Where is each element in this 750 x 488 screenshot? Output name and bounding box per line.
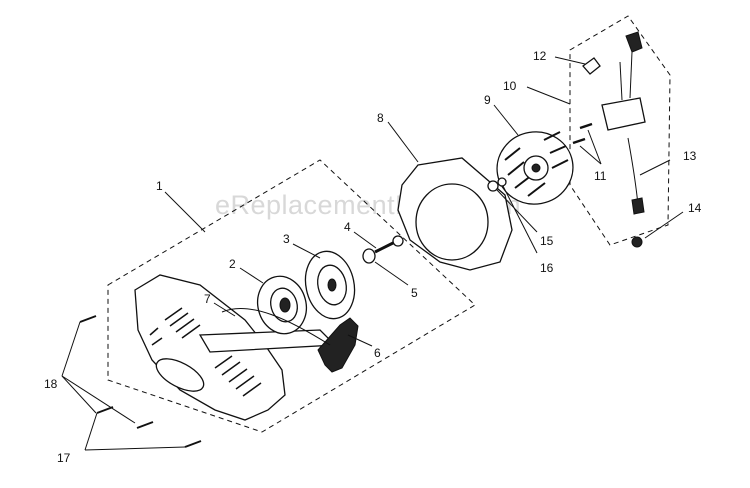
spark-plug-cap: [582, 31, 643, 75]
flywheel: [496, 131, 574, 205]
callout-8: 8: [377, 111, 384, 125]
ignition-screws: [572, 122, 593, 145]
callout-1: 1: [156, 179, 163, 193]
callout-4: 4: [344, 220, 351, 234]
air-guide: [397, 157, 513, 271]
callout-7: 7: [204, 292, 211, 306]
starter-assembly-outline: [107, 159, 476, 433]
screw-and-washer: [362, 235, 404, 264]
flywheel-nut-washer: [487, 177, 507, 192]
callout-10: 10: [503, 79, 517, 93]
callout-15: 15: [540, 234, 554, 248]
callout-16: 16: [540, 261, 554, 275]
ignition-assembly-outline: [569, 15, 671, 246]
leader-lines: [61, 56, 684, 451]
starter-pulley: [256, 275, 308, 335]
callout-11: 11: [594, 169, 607, 183]
ignition-lead: [627, 137, 645, 215]
callout-5: 5: [411, 286, 418, 300]
starter-rope: [221, 308, 331, 346]
callout-3: 3: [283, 232, 290, 246]
ignition-module: [601, 51, 646, 131]
housing-screws: [79, 315, 202, 448]
callout-2: 2: [229, 257, 236, 271]
callout-13: 13: [683, 149, 697, 163]
callout-6: 6: [374, 346, 381, 360]
callout-labels: 1 2 3 4 5 6 7 8 9 10 11 12 13 14 15 16 1…: [44, 49, 702, 465]
callout-9: 9: [484, 93, 491, 107]
callout-12: 12: [533, 49, 547, 63]
nut: [631, 236, 643, 248]
callout-14: 14: [688, 201, 702, 215]
rewind-pulley: [304, 250, 356, 320]
callout-18: 18: [44, 377, 58, 391]
callout-17: 17: [57, 451, 71, 465]
starter-handle: [317, 317, 359, 373]
starter-housing: [134, 274, 337, 421]
